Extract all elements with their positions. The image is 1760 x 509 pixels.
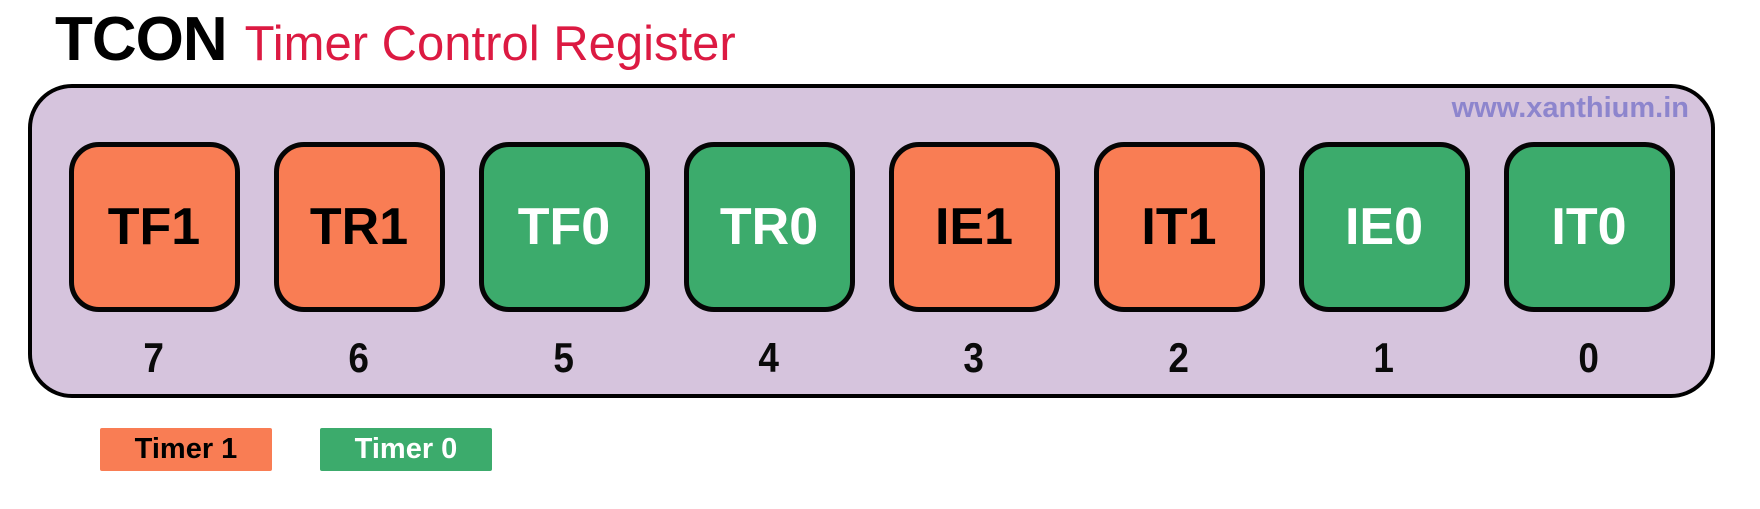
- bit-number: 0: [1578, 334, 1600, 381]
- bit-cell-it0: IT0 0: [1503, 142, 1675, 382]
- bit-cell-it1: IT1 2: [1093, 142, 1265, 382]
- bit-number: 1: [1373, 334, 1395, 381]
- bit-chip-tr0: TR0: [683, 142, 855, 312]
- bit-chip-ie1: IE1: [888, 142, 1060, 312]
- bit-cell-ie0: IE0 1: [1298, 142, 1470, 382]
- bit-number: 6: [348, 334, 370, 381]
- bit-label: IT1: [1141, 198, 1217, 256]
- bit-label: IT0: [1551, 198, 1627, 256]
- bit-cell-tf1: TF1 7: [68, 142, 240, 382]
- bit-chip-it1: IT1: [1093, 142, 1265, 312]
- bit-label: TF1: [107, 198, 201, 256]
- bit-number: 7: [143, 334, 165, 381]
- bit-number: 2: [1168, 334, 1190, 381]
- bit-number: 4: [758, 334, 780, 381]
- bit-label: IE0: [1344, 198, 1424, 256]
- watermark-text: www.xanthium.in: [1451, 92, 1689, 124]
- bit-cell-tf0: TF0 5: [478, 142, 650, 382]
- bit-chip-tr1: TR1: [273, 142, 445, 312]
- bit-number: 3: [963, 334, 985, 381]
- legend-timer0: Timer 0: [320, 428, 492, 471]
- bit-chip-it0: IT0: [1503, 142, 1675, 312]
- bit-chip-tf0: TF0: [478, 142, 650, 312]
- bit-cell-ie1: IE1 3: [888, 142, 1060, 382]
- bit-cell-tr0: TR0 4: [683, 142, 855, 382]
- bit-label: IE1: [934, 198, 1014, 256]
- register-container: www.xanthium.in TF1 7 TR1 6 TF0 5: [28, 84, 1715, 398]
- bit-number: 5: [553, 334, 575, 381]
- legend-timer1: Timer 1: [100, 428, 272, 471]
- register-name: TCON: [55, 5, 228, 74]
- bit-chip-tf1: TF1: [68, 142, 240, 312]
- bit-label: TR1: [309, 198, 409, 256]
- bit-label: TF0: [517, 198, 611, 256]
- register-description: Timer Control Register: [244, 17, 736, 71]
- bits-row: TF1 7 TR1 6 TF0 5 TR0 4: [32, 142, 1711, 382]
- bit-chip-ie0: IE0: [1298, 142, 1470, 312]
- bit-label: TR0: [719, 198, 819, 256]
- legend: Timer 1 Timer 0: [100, 428, 492, 471]
- page-title: TCON Timer Control Register: [55, 4, 736, 75]
- bit-cell-tr1: TR1 6: [273, 142, 445, 382]
